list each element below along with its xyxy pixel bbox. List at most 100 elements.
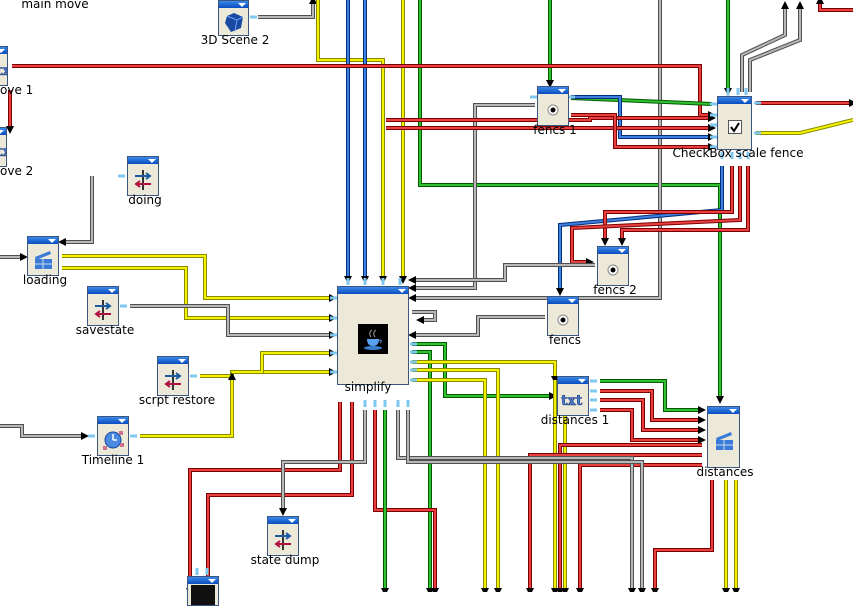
gray-route-wire[interactable]: [258, 0, 317, 19]
dropdown-arrow-icon[interactable]: [288, 519, 296, 523]
node-title-bar[interactable]: [128, 157, 158, 164]
node-state-dump[interactable]: [267, 516, 299, 556]
green-route-wire[interactable]: [381, 410, 389, 592]
node-scrpt-restore[interactable]: [157, 356, 189, 396]
node-title-bar[interactable]: [538, 87, 568, 94]
dropdown-arrow-icon[interactable]: [118, 419, 126, 423]
gray-route-wire[interactable]: [412, 310, 437, 324]
node-title-bar[interactable]: [598, 247, 628, 254]
node-move-1[interactable]: txt: [0, 46, 8, 86]
node-title-bar[interactable]: [708, 407, 739, 414]
dropdown-arrow-icon[interactable]: [398, 289, 406, 293]
node-savestate[interactable]: [87, 286, 119, 326]
node-title-bar[interactable]: [219, 1, 248, 8]
arrowhead-icon: [81, 432, 89, 440]
red-route-wire[interactable]: [6, 90, 14, 134]
node-title-bar[interactable]: [548, 297, 578, 304]
dropdown-arrow-icon[interactable]: [148, 159, 156, 163]
dropdown-arrow-icon[interactable]: [178, 359, 186, 363]
gray-route-wire[interactable]: [408, 263, 595, 284]
node-doing[interactable]: [127, 156, 159, 196]
red-route-wire[interactable]: [600, 389, 706, 424]
green-route-wire[interactable]: [724, 0, 732, 96]
red-route-wire[interactable]: [600, 398, 706, 434]
red-route-wire[interactable]: [756, 99, 853, 107]
dropdown-arrow-icon[interactable]: [578, 379, 586, 383]
node-bottom-node[interactable]: [187, 576, 219, 606]
green-route-wire[interactable]: [418, 0, 724, 404]
node-title-bar[interactable]: [98, 417, 128, 424]
yellow-route-wire[interactable]: [232, 349, 337, 374]
green-route-wire[interactable]: [600, 379, 706, 414]
node-title-bar[interactable]: [88, 287, 118, 294]
node-checkbox-scale-fence[interactable]: [717, 96, 752, 150]
gray-route-wire[interactable]: [396, 410, 636, 592]
yellow-route-wire[interactable]: [200, 368, 337, 378]
route-graph-canvas[interactable]: [0, 0, 853, 592]
node-label: state dump: [250, 553, 320, 567]
gray-route-wire[interactable]: [0, 424, 89, 440]
green-route-wire[interactable]: [412, 350, 434, 592]
dropdown-arrow-icon[interactable]: [48, 239, 56, 243]
yellow-route-wire[interactable]: [399, 0, 407, 284]
gray-route-wire[interactable]: [406, 410, 646, 592]
gray-route-wire[interactable]: [58, 176, 94, 246]
red-route-wire[interactable]: [816, 0, 853, 12]
node-move-2[interactable]: txt: [0, 127, 7, 167]
dropdown-arrow-icon[interactable]: [729, 409, 737, 413]
gray-route-wire[interactable]: [130, 304, 337, 339]
node-title-bar[interactable]: [28, 237, 58, 244]
red-route-wire[interactable]: [373, 410, 439, 592]
node-fencs-2[interactable]: [597, 246, 629, 286]
node-distances[interactable]: [707, 406, 740, 468]
yellow-route-wire[interactable]: [551, 380, 559, 592]
green-route-wire[interactable]: [546, 0, 554, 88]
yellow-route-wire[interactable]: [412, 368, 502, 592]
red-route-wire[interactable]: [556, 443, 702, 592]
dropdown-arrow-icon[interactable]: [618, 249, 626, 253]
dropdown-arrow-icon[interactable]: [208, 579, 216, 583]
gray-route-wire[interactable]: [408, 315, 545, 339]
yellow-route-wire[interactable]: [756, 116, 853, 135]
node-title-bar[interactable]: [158, 357, 188, 364]
blue-route-wire[interactable]: [344, 0, 352, 284]
red-route-wire[interactable]: [526, 453, 702, 592]
gray-route-wire[interactable]: [408, 103, 535, 292]
blue-route-wire[interactable]: [556, 166, 724, 296]
arrowhead-icon: [6, 126, 14, 134]
dropdown-arrow-icon[interactable]: [0, 49, 5, 53]
node-loading[interactable]: [27, 236, 59, 276]
blue-route-wire[interactable]: [361, 0, 369, 284]
red-route-wire[interactable]: [576, 463, 702, 592]
red-route-wire[interactable]: [600, 408, 706, 444]
dropdown-arrow-icon[interactable]: [238, 3, 246, 7]
yellow-route-wire[interactable]: [316, 0, 387, 284]
node-simplify[interactable]: [337, 286, 409, 385]
node-distances-1[interactable]: txt: [557, 376, 589, 416]
dropdown-arrow-icon[interactable]: [741, 99, 749, 103]
gray-route-wire[interactable]: [279, 410, 367, 516]
gray-route-wire[interactable]: [0, 253, 28, 261]
gray-route-wire[interactable]: [748, 1, 804, 92]
node-fencs-1[interactable]: [537, 86, 569, 126]
node-title-bar[interactable]: [558, 377, 588, 384]
yellow-route-wire[interactable]: [412, 378, 489, 592]
dropdown-arrow-icon[interactable]: [0, 130, 4, 134]
node-timeline-1[interactable]: [97, 416, 129, 456]
node-title-bar[interactable]: [268, 517, 298, 524]
yellow-route-wire[interactable]: [722, 480, 730, 592]
yellow-route-wire[interactable]: [732, 480, 740, 592]
dropdown-arrow-icon[interactable]: [568, 299, 576, 303]
dropdown-arrow-icon[interactable]: [558, 89, 566, 93]
red-route-wire[interactable]: [651, 480, 714, 592]
node-fencs[interactable]: [547, 296, 579, 336]
gray-route-wire[interactable]: [408, 0, 662, 302]
red-route-wire[interactable]: [618, 166, 750, 246]
node-title-bar[interactable]: [188, 577, 218, 584]
node-title-bar[interactable]: [718, 97, 751, 104]
dropdown-arrow-icon[interactable]: [108, 289, 116, 293]
yellow-route-wire[interactable]: [140, 372, 236, 438]
node-3d-scene-2[interactable]: [218, 0, 249, 36]
gray-route-wire[interactable]: [740, 1, 789, 92]
node-title-bar[interactable]: [338, 287, 408, 294]
